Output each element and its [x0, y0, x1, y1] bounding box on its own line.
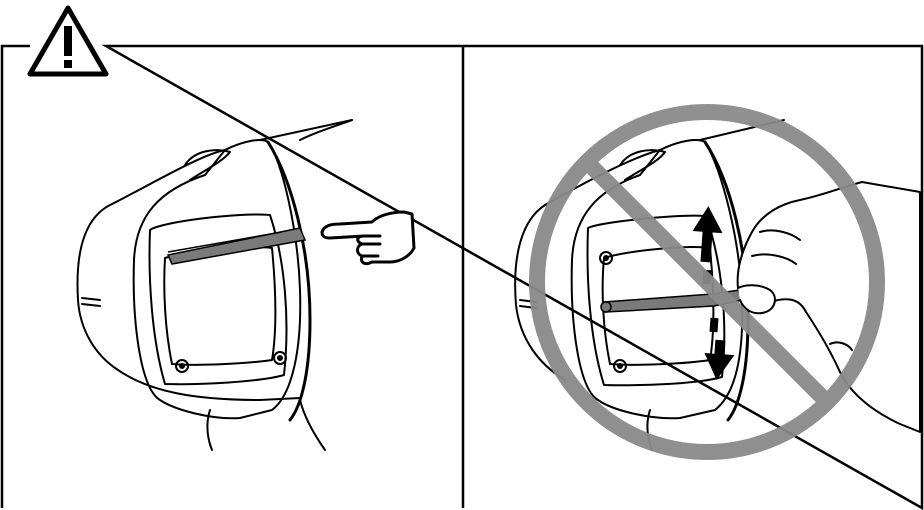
panel-correct	[77, 120, 414, 450]
panel-prohibited	[515, 112, 920, 452]
pointing-hand-icon	[322, 212, 414, 264]
wiper-blade	[168, 228, 305, 264]
warning-triangle-icon	[30, 8, 106, 74]
device-head	[77, 120, 352, 450]
